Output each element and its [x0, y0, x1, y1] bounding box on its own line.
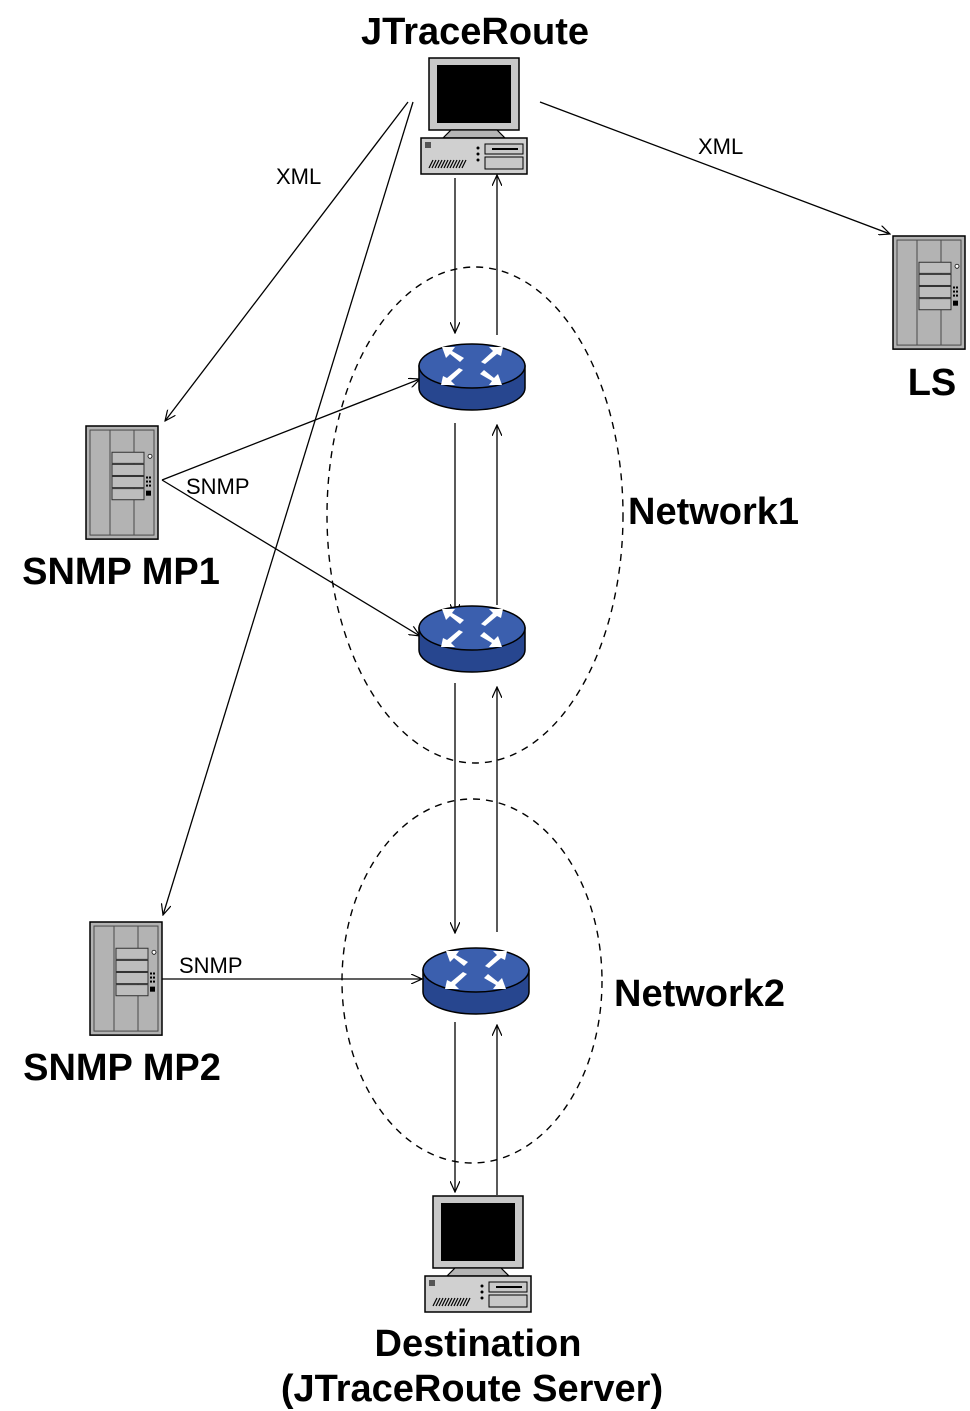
ls-server-icon — [892, 235, 966, 350]
network2-boundary — [341, 798, 603, 1164]
router1-icon — [418, 343, 526, 411]
snmp-mp1-label: SNMP MP1 — [22, 551, 220, 593]
router3-icon — [422, 947, 530, 1015]
connections — [161, 101, 890, 1195]
jtraceroute-computer-icon — [420, 57, 528, 175]
snmp-mp2-server-icon — [89, 921, 163, 1036]
network1-label: Network1 — [628, 491, 799, 533]
network2-label: Network2 — [614, 973, 785, 1015]
destination-computer-icon — [424, 1195, 532, 1313]
destination-label: Destination — [375, 1323, 582, 1365]
xml-to-ls — [539, 101, 890, 234]
snmp-mp2-label: SNMP MP2 — [23, 1047, 221, 1089]
snmp-mp1-server-icon — [85, 425, 159, 540]
ls-label: LS — [908, 362, 957, 404]
snmp-mp1-to-router2 — [161, 479, 420, 636]
xml-to-snmp-mp1 — [165, 101, 409, 421]
snmp-mp2-edge-label: SNMP — [179, 953, 243, 978]
jtraceroute-label: JTraceRoute — [361, 11, 589, 53]
snmp-mp1-edge-label: SNMP — [186, 474, 250, 499]
xml-right-label: XML — [698, 134, 743, 159]
xml-to-snmp-mp2 — [163, 101, 414, 915]
xml-left-label: XML — [276, 164, 321, 189]
router2-icon — [418, 605, 526, 673]
snmp-mp1-to-router1 — [161, 379, 420, 481]
destination-sublabel: (JTraceRoute Server) — [281, 1368, 663, 1410]
network1-boundary — [326, 266, 624, 764]
